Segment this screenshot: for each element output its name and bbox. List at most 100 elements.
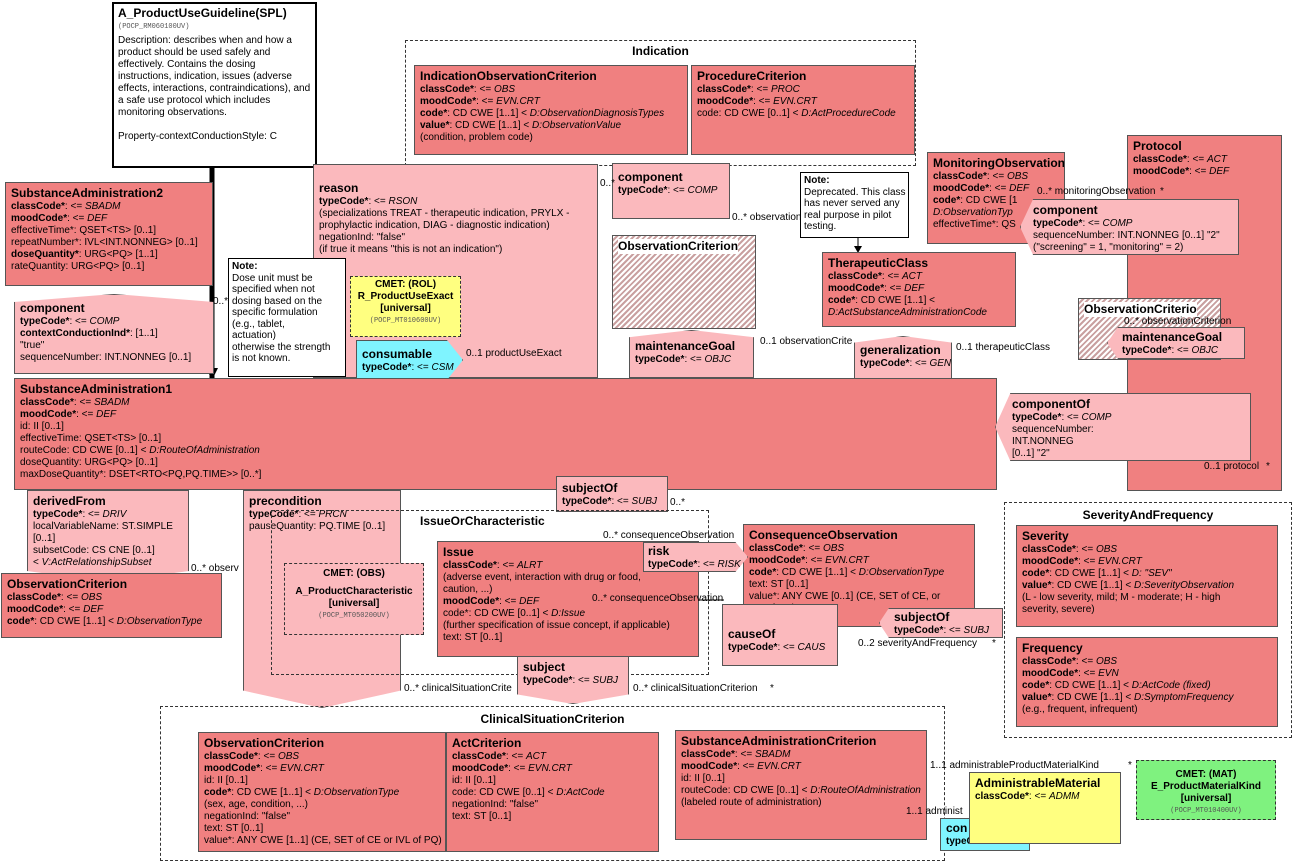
indication-label: Indication — [632, 44, 689, 58]
label-severity-and-frequency: 0..2 severityAndFrequency — [858, 638, 977, 649]
attribute-line: classCode*: <= ALRT — [443, 560, 543, 571]
issue-title: Issue — [443, 545, 474, 559]
cause-of-box: causeOf typeCode*: <= CAUS — [722, 604, 838, 666]
note-line: Dose unit must be — [232, 272, 313, 284]
attribute-line: caution, ...) — [443, 584, 493, 595]
risk-title: risk — [648, 544, 670, 558]
cmet-rol-box: CMET: (ROL) R_ProductUseExact [universal… — [350, 276, 461, 337]
attribute-line: code*: CD CWE [1..1] < — [828, 295, 935, 306]
label-component-0: 0..* — [600, 178, 616, 189]
attribute-line: [0..1] "2" — [1012, 448, 1050, 459]
attribute-line: value*: CD CWE [1..1] < D:SeverityObserv… — [1022, 580, 1235, 591]
admin-material-title: AdministrableMaterial — [975, 776, 1101, 790]
note-line: testing. — [804, 221, 837, 232]
attribute-line: sequenceNumber: INT.NONNEG [0..1] "2" — [1033, 230, 1220, 241]
label-consequence-observation-1: 0..* consequenceObservation — [603, 530, 735, 541]
label-monitoring-star: * — [1160, 186, 1164, 197]
attribute-line: moodCode*: <= EVN.CRT — [697, 96, 817, 107]
cmet-mat-head: CMET: (MAT) — [1175, 769, 1237, 780]
attribute-line: classCode*: <= ACT — [1133, 154, 1227, 165]
attribute-line: < V:ActRelationshipSubset — [33, 557, 152, 568]
cmet-rol-name: R_ProductUseExact — [357, 291, 454, 302]
attribute-line: classCode*: <= ACT — [452, 751, 546, 762]
attribute-line: moodCode*: <= DEF — [443, 596, 540, 607]
note-line: real purpose in pilot — [804, 209, 892, 221]
note-line: actuation) — [232, 330, 276, 341]
attribute-line: negationInd: "false" — [319, 232, 406, 243]
attribute-line: moodCode*: <= EVN.CRT — [452, 763, 572, 774]
attribute-line: id: II [0..1] — [204, 775, 248, 786]
attribute-line: typeCode*: <= COMP — [1033, 218, 1133, 229]
generalization-title: generalization — [860, 343, 941, 357]
attribute-line: maxDoseQuantity*: DSET<RTO<PQ,PQ.TIME>> … — [20, 469, 262, 480]
attribute-line: typeCode*: <= PRCN — [249, 509, 347, 520]
attribute-line: (condition, problem code) — [420, 132, 533, 143]
attribute-line: moodCode*: <= DEF — [11, 213, 108, 224]
comp3-title: component — [1033, 203, 1098, 217]
guideline-title: A_ProductUseGuideline(SPL) — [118, 6, 287, 20]
note-line: Deprecated. This class — [804, 186, 906, 198]
attribute-line: value*: CD CWE [1..1] < D:SymptomFrequen… — [1022, 692, 1234, 703]
note1-title: Note: — [232, 261, 258, 272]
attribute-line: prophylactic indication, DIAG - diagnost… — [319, 220, 550, 231]
attribute-line: doseQuantity*: URG<PQ> [1..1] — [11, 249, 158, 260]
cmet-obs-code: (POCP_MT050200UV) — [318, 612, 390, 620]
attribute-line: (e.g., frequent, infrequent) — [1022, 704, 1138, 715]
frequency-title: Frequency — [1022, 641, 1083, 655]
consumable-box: consumable typeCode*: <= CSM — [356, 340, 463, 380]
label-monitoring-observation: 0..* monitoringObservation — [1037, 186, 1156, 197]
attribute-line: contextConductionInd*: [1..1] — [20, 328, 158, 339]
maint-goal2-title: maintenanceGoal — [1122, 330, 1223, 344]
attribute-line: text: ST [0..1] — [452, 811, 512, 822]
sac-title: SubstanceAdministrationCriterion — [681, 734, 877, 748]
attribute-line: doseQuantity: URG<PQ> [0..1] — [20, 457, 158, 468]
derived-from-title: derivedFrom — [33, 494, 106, 508]
obs-crit1-title: ObservationCriterion — [618, 239, 739, 254]
attribute-line: id: II [0..1] — [20, 421, 64, 432]
attribute-line: rateQuantity: URG<PQ> [0..1] — [11, 261, 145, 272]
attribute-line: (labeled route of administration) — [681, 797, 822, 808]
attribute-line: text: ST [0..1] — [204, 823, 264, 834]
attribute-line: classCode*: <= SBADM — [11, 201, 121, 212]
attribute-line: routeCode: CD CWE [0..1] < D:RouteOfAdmi… — [681, 785, 921, 796]
note-line: (e.g., tablet, — [232, 318, 285, 330]
subject-of-middle-box: subjectOf typeCode*: <= SUBJ — [556, 476, 668, 512]
attribute-line: moodCode*: <= DEF — [933, 183, 1030, 194]
note-line: is not known. — [232, 353, 291, 364]
attribute-line: (sex, age, condition, ...) — [204, 799, 308, 810]
substance-administration-criterion-box: SubstanceAdministrationCriterion classCo… — [675, 730, 927, 840]
observation-criterion-hatched-box: ObservationCriterion — [612, 235, 756, 329]
therapeutic-title: TherapeuticClass — [828, 256, 929, 270]
attribute-line: (further specification of issue concept,… — [443, 620, 670, 631]
label-severity-frequency-star: * — [992, 638, 996, 649]
attribute-line: moodCode*: <= EVN.CRT — [1022, 556, 1142, 567]
attribute-line: value*: ANY CWE [0..1] (CE, SET of CE, o… — [749, 591, 941, 602]
guideline-code: (POCP_RM060100UV) — [118, 23, 190, 31]
reason-title: reason — [319, 181, 359, 195]
attribute-line: code*: CD CWE [1..1] < D:ActCode (fixed) — [1022, 680, 1211, 691]
administrable-material-box: AdministrableMaterial classCode*: <= ADM… — [969, 772, 1121, 844]
attribute-line: ("screening" = 1, "monitoring" = 2) — [1033, 242, 1184, 253]
label-clinical-2: 0..* clinicalSituationCriterion — [633, 683, 758, 694]
attribute-line: moodCode*: <= DEF — [1133, 166, 1230, 177]
label-observation-criterion-1: 0..1 observationCrite — [760, 336, 853, 347]
attribute-line: pauseQuantity: PQ.TIME [0..1] — [249, 521, 386, 532]
attribute-line: code*: CD CWE [1 — [933, 195, 1018, 206]
attribute-line: typeCode*: <= DRIV — [33, 509, 127, 520]
reason-box: reason typeCode*: <= RSON (specializatio… — [313, 164, 598, 378]
note2-title: Note: — [804, 175, 830, 186]
attribute-line: text: ST [0..1] — [749, 579, 809, 590]
